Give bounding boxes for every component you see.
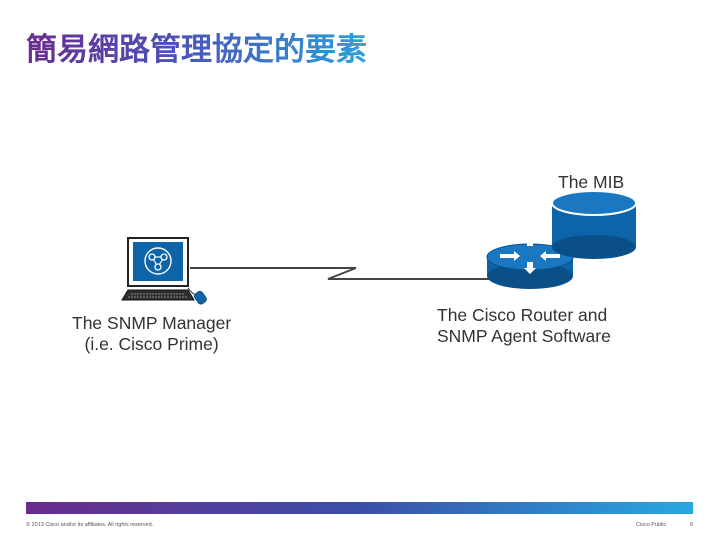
router-label: The Cisco Router and SNMP Agent Software xyxy=(437,305,611,347)
network-link xyxy=(190,267,490,280)
router-label-line1: The Cisco Router and xyxy=(437,305,608,325)
router-label-line2: SNMP Agent Software xyxy=(437,326,611,346)
database-icon xyxy=(551,190,637,259)
page-number: 6 xyxy=(690,522,694,528)
snmp-manager-label-line1: The SNMP Manager xyxy=(72,313,232,333)
router-icon xyxy=(486,234,574,289)
classification-text: Cisco Public xyxy=(636,522,667,528)
mouse-icon xyxy=(187,287,207,305)
copyright-text: © 2013 Cisco and/or its affiliates. All … xyxy=(26,522,154,528)
snmp-manager-label-line2: (i.e. Cisco Prime) xyxy=(84,334,219,354)
slide-title: 簡易網路管理協定的要素 xyxy=(26,32,367,68)
computer-monitor-icon xyxy=(127,237,189,287)
footer-color-bar xyxy=(26,502,693,514)
keyboard-icon xyxy=(121,289,195,301)
snmp-manager-label: The SNMP Manager (i.e. Cisco Prime) xyxy=(72,313,231,355)
mib-label: The MIB xyxy=(558,172,625,192)
